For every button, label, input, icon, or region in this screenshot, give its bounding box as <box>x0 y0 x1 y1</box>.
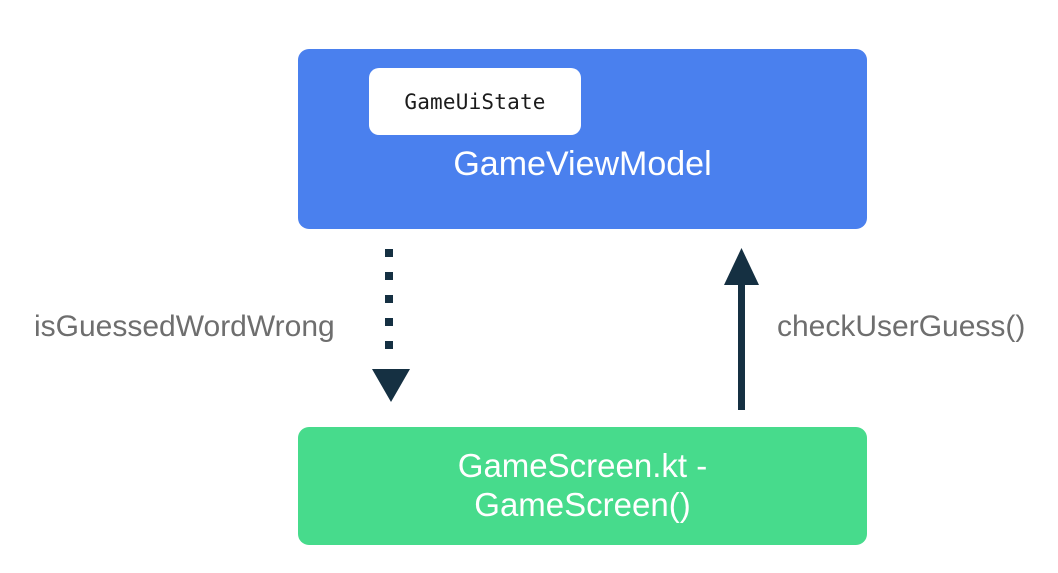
edge-label-is-guessed-word-wrong: isGuessedWordWrong <box>34 310 335 343</box>
solid-up-arrow-icon <box>724 248 759 410</box>
dotted-down-arrow-icon <box>372 249 410 402</box>
game-ui-state-chip[interactable]: GameUiState <box>369 68 581 135</box>
node-game-screen[interactable]: GameScreen.kt - GameScreen() <box>298 427 867 545</box>
edge-label-check-user-guess: checkUserGuess() <box>777 310 1026 343</box>
game-view-model-label: GameViewModel <box>453 145 712 183</box>
game-ui-state-label: GameUiState <box>404 89 546 114</box>
node-game-view-model[interactable]: GameUiState GameViewModel <box>298 49 867 229</box>
game-screen-label: GameScreen.kt - GameScreen() <box>457 447 708 523</box>
